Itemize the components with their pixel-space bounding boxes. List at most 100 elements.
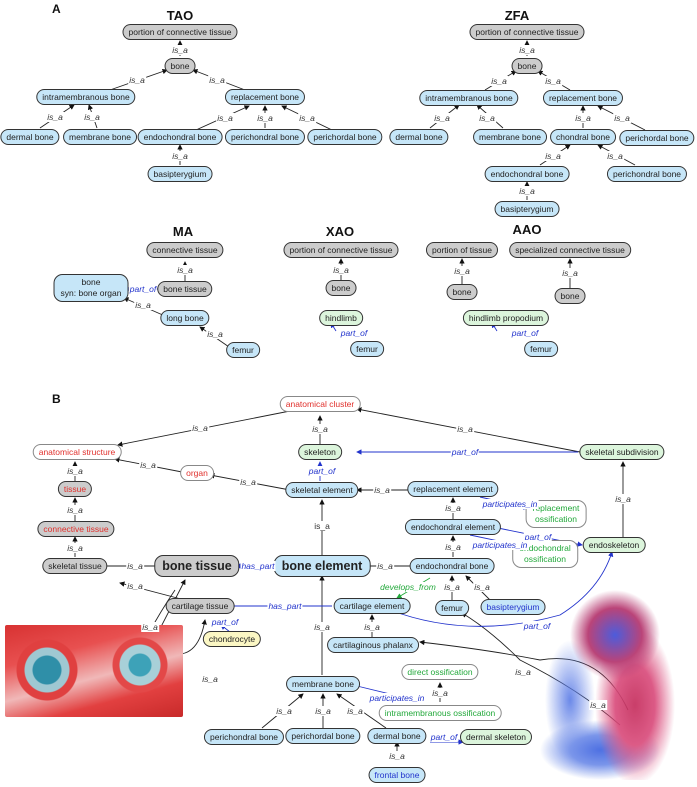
node-basipterygium[interactable]: basipterygium	[480, 599, 546, 615]
edge-label: is_a	[201, 674, 219, 684]
node[interactable]: specialized connective tissue	[509, 242, 631, 258]
node[interactable]: chondral bone	[550, 129, 616, 145]
edge-label: is_a	[514, 667, 532, 677]
node[interactable]: femur	[350, 341, 384, 357]
node[interactable]: connective tissue	[146, 242, 224, 258]
node[interactable]: membrane bone	[473, 129, 547, 145]
node-perichordal-bone[interactable]: perichordal bone	[285, 728, 361, 744]
edge-label: is_a	[490, 76, 508, 86]
edge-label: is_a	[613, 113, 631, 123]
node-skeleton[interactable]: skeleton	[298, 444, 342, 460]
node-skeletal-subdivision[interactable]: skeletal subdivision	[579, 444, 665, 460]
node-perichondral-bone[interactable]: perichondral bone	[203, 729, 285, 745]
node-skeletal-tissue[interactable]: skeletal tissue	[42, 558, 108, 574]
node-line: ossification	[534, 514, 578, 524]
node-bone-element[interactable]: bone element	[273, 555, 371, 577]
node-replacement-element[interactable]: replacement element	[407, 481, 499, 497]
title-ma: MA	[172, 224, 194, 239]
node[interactable]: endochondral bone	[484, 166, 570, 182]
node[interactable]: basipterygium	[494, 201, 560, 217]
edge-label: is_a	[373, 485, 391, 495]
edge-label: is_a	[363, 622, 381, 632]
edge-label: is_a	[444, 542, 462, 552]
node[interactable]: replacement bone	[224, 89, 306, 105]
panel-label-a: A	[52, 2, 61, 16]
node[interactable]: perichordal bone	[619, 130, 695, 146]
node[interactable]: basipterygium	[147, 166, 213, 182]
edge-label: has_part	[240, 561, 276, 571]
edge-label: is_a	[544, 151, 562, 161]
node-dermal-skeleton[interactable]: dermal skeleton	[459, 729, 533, 745]
node-endochondral-bone[interactable]: endochondral bone	[409, 558, 495, 574]
edge-label: is_a	[191, 423, 209, 433]
node[interactable]: replacement bone	[542, 90, 624, 106]
node-frontal-bone[interactable]: frontal bone	[368, 767, 426, 783]
node-bone-tissue[interactable]: bone tissue	[154, 555, 240, 577]
title-aao: AAO	[512, 222, 542, 237]
node[interactable]: femur	[226, 342, 260, 358]
edge-label: part_of	[429, 732, 459, 742]
node[interactable]: portion of tissue	[425, 242, 499, 258]
histology-image	[5, 625, 183, 717]
node[interactable]: portion of connective tissue	[283, 242, 399, 258]
node-dermal-bone[interactable]: dermal bone	[367, 728, 427, 744]
edge-label: part_of	[128, 284, 158, 294]
node[interactable]: long bone	[160, 310, 210, 326]
node-chondrocyte[interactable]: chondrocyte	[202, 631, 262, 647]
edge-label: is_a	[176, 265, 194, 275]
title-xao: XAO	[325, 224, 355, 239]
node-connective-tissue[interactable]: connective tissue	[37, 521, 115, 537]
node-femur[interactable]: femur	[435, 600, 469, 616]
node-tissue[interactable]: tissue	[57, 481, 93, 497]
node-anatomical-cluster[interactable]: anatomical cluster	[279, 396, 361, 412]
node[interactable]: dermal bone	[389, 129, 449, 145]
edge-label: is_a	[518, 45, 536, 55]
edge-label: is_a	[141, 622, 159, 632]
edge-label: is_a	[332, 265, 350, 275]
node[interactable]: bone	[446, 284, 478, 300]
node[interactable]: portion of connective tissue	[469, 24, 585, 40]
node[interactable]: perichondral bone	[224, 129, 306, 145]
node[interactable]: membrane bone	[63, 129, 137, 145]
node-cartilaginous-phalanx[interactable]: cartilaginous phalanx	[327, 637, 419, 653]
node[interactable]: intramembranous bone	[36, 89, 136, 105]
node[interactable]: femur	[524, 341, 558, 357]
edge-label: is_a	[139, 460, 157, 470]
node-endoskeleton[interactable]: endoskeleton	[582, 537, 646, 553]
node-direct-ossification[interactable]: direct ossification	[401, 664, 479, 680]
node[interactable]: perichondral bone	[606, 166, 688, 182]
edge-label: is_a	[66, 543, 84, 553]
edge-label: is_a	[298, 113, 316, 123]
edge-label: is_a	[478, 113, 496, 123]
edge-label: is_a	[614, 494, 632, 504]
node[interactable]: bone	[325, 280, 357, 296]
node[interactable]: bone	[164, 58, 196, 74]
node[interactable]: hindlimb propodium	[462, 310, 550, 326]
node[interactable]: hindlimb	[319, 310, 363, 326]
edge-label: is_a	[66, 466, 84, 476]
edge-label: is_a	[433, 113, 451, 123]
node-cartilage-tissue[interactable]: cartilage tissue	[165, 598, 235, 614]
node[interactable]: bone tissue	[157, 281, 213, 297]
node-organ[interactable]: organ	[180, 465, 214, 481]
node[interactable]: dermal bone	[0, 129, 60, 145]
node-line: replacement	[532, 503, 580, 513]
node-endochondral-element[interactable]: endochondral element	[404, 519, 502, 535]
node-skeletal-element[interactable]: skeletal element	[285, 482, 359, 498]
edge-label: is_a	[544, 76, 562, 86]
node-cartilage-element[interactable]: cartilage element	[333, 598, 411, 614]
node[interactable]: intramembranous bone	[419, 90, 519, 106]
skeleton-stain-image	[540, 580, 690, 780]
node[interactable]: portion of connective tissue	[122, 24, 238, 40]
node[interactable]: bone	[554, 288, 586, 304]
node-membrane-bone[interactable]: membrane bone	[286, 676, 360, 692]
node-anatomical-structure[interactable]: anatomical structure	[32, 444, 122, 460]
edge-label: is_a	[313, 521, 331, 531]
node-intramembranous-ossification[interactable]: intramembranous ossification	[378, 705, 502, 721]
edge-label: is_a	[171, 45, 189, 55]
edge-label: is_a	[46, 112, 64, 122]
node[interactable]: bone	[511, 58, 543, 74]
node[interactable]: perichordal bone	[307, 129, 383, 145]
node[interactable]: endochondral bone	[137, 129, 223, 145]
